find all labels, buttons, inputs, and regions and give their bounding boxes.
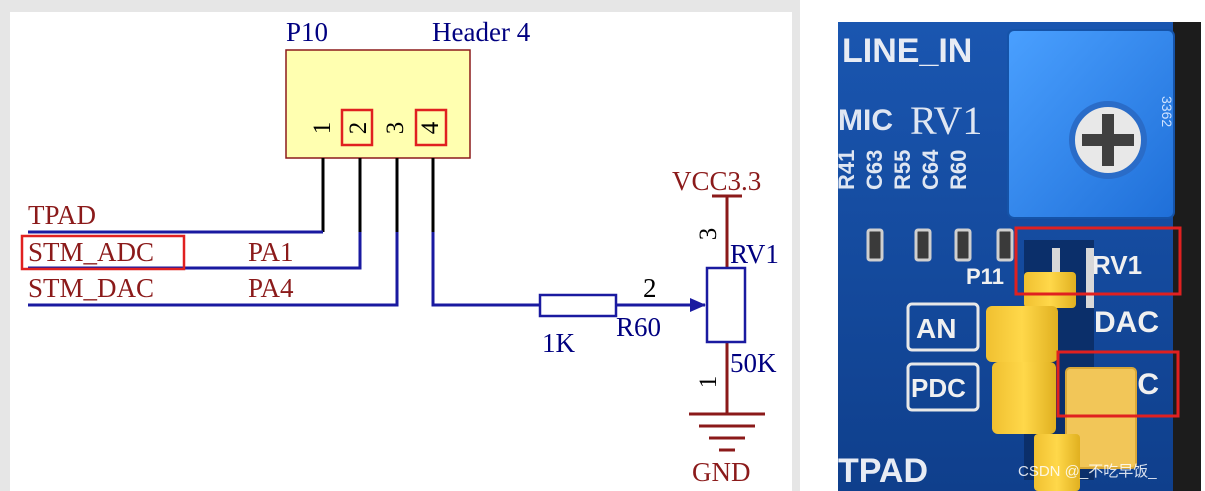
silk-tpad: TPAD [838,452,928,490]
silk-c64: C64 [918,149,943,190]
silk-p11: P11 [966,264,1004,289]
silk-pdc: PDC [911,373,966,403]
highlight-pin-2 [340,108,374,147]
silk-dac: DAC [1094,306,1159,339]
highlight-rv1-jumper [1014,226,1182,296]
connector-body [285,49,471,159]
connector-value: Header 4 [432,17,531,47]
resistor-value: 1K [542,328,576,358]
pin-1-label: 1 [309,122,336,135]
silk-part-labels: R41 C63 R55 C64 R60 [838,149,971,190]
wiper-arrow [690,298,706,312]
vcc-label: VCC3.3 [672,166,761,196]
jumper-tpad [1034,434,1080,491]
highlight-adc-jumper [1056,350,1180,418]
jumper-an [986,306,1058,362]
silk-mic: MIC [838,104,893,137]
net-label-stm-adc: STM_ADC [28,237,154,267]
pot-code: 3362 [1159,96,1175,127]
potentiometer-body [705,266,747,344]
wires [28,230,705,307]
csdn-watermark: CSDN @_不吃早饭_ [1018,463,1157,480]
silk-c63: C63 [862,150,887,190]
pot-pin-top-label: 3 [695,228,722,241]
pot-value: 50K [730,348,777,378]
net-label-stm-dac: STM_DAC [28,273,154,303]
smd-components [866,228,1014,262]
resistor-body [538,293,618,318]
net-label-tpad: TPAD [28,200,96,230]
schematic-diagram: P10 Header 4 1 2 3 4 TPAD STM_ADC PA1 ST… [0,0,800,491]
panel-right-shadow [792,0,800,491]
silk-r60: R60 [946,150,971,190]
silk-pdc-box [906,362,980,412]
pot-slot-h [1082,134,1134,146]
pot-designator: RV1 [730,239,779,269]
connector-pins [321,158,435,232]
highlight-stm-adc [20,234,186,271]
resistor-designator: R60 [616,312,661,342]
pin-4-label: 4 [417,121,444,134]
jumper-pdc [992,362,1056,434]
net-label-pa1: PA1 [248,237,294,267]
silk-rv1-small: RV1 [1092,250,1142,280]
board-photo: LINE_IN MIC RV1 R41 C63 R55 C64 R60 3362… [838,22,1201,491]
net-label-pa4: PA4 [248,273,294,303]
connector-designator: P10 [286,17,328,47]
silk-an: AN [916,313,956,344]
panel-left-shadow [0,0,10,491]
board-edge-shadow [1173,22,1201,491]
silk-line-in: LINE_IN [842,32,972,70]
gnd-label: GND [692,457,751,487]
jumper-rv1 [1024,272,1076,308]
highlight-pin-4 [414,108,448,147]
pot-pin-wiper-label: 2 [643,273,657,303]
silk-an-box [906,302,980,352]
silk-rv1-large: RV1 [910,98,982,143]
jumper-adc [1065,367,1137,469]
ground-symbol [689,412,765,452]
pin-2-label: 2 [345,122,372,135]
panel-top-shadow [0,0,800,12]
silk-r41: R41 [838,150,859,190]
pin-3-label: 3 [382,122,409,135]
silk-r55: R55 [890,150,915,190]
pot-pin-bottom-label: 1 [695,376,722,389]
